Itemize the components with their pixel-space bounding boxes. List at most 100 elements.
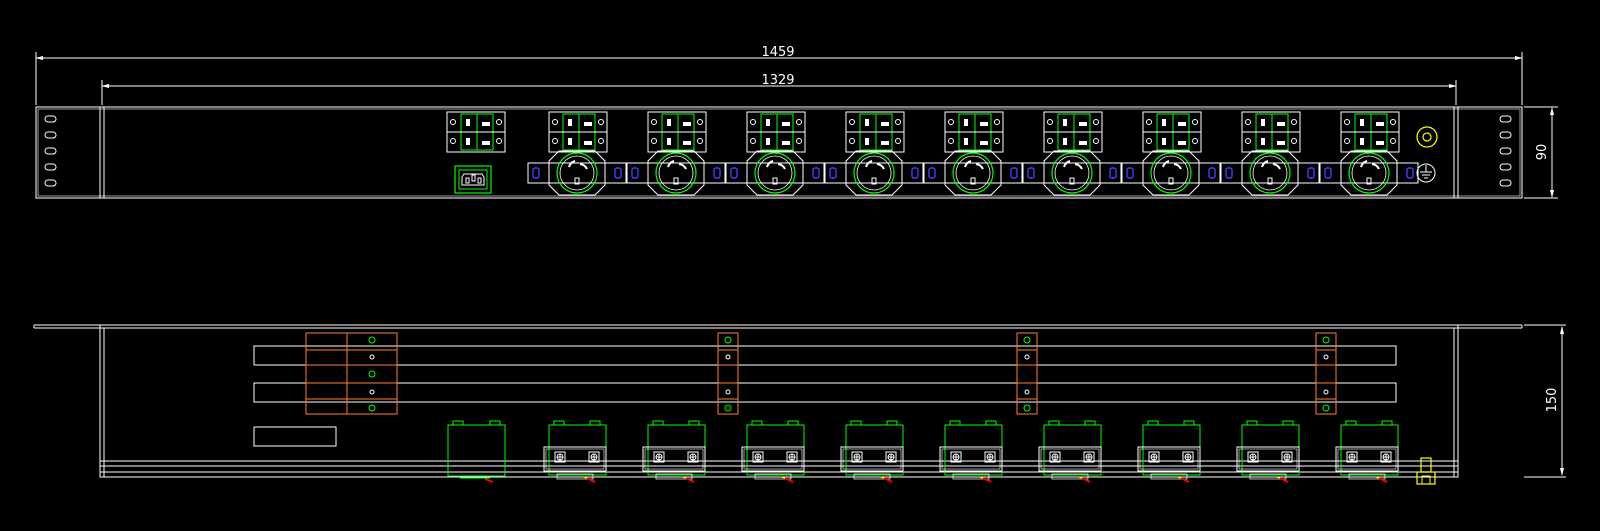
- fastener: [911, 167, 919, 179]
- outlet-face: [853, 152, 895, 194]
- outlet-face: [952, 152, 994, 194]
- switch-block: [944, 111, 1004, 153]
- bracket-3: [1315, 332, 1337, 415]
- outlet-body: [746, 150, 804, 196]
- bus-bar-lower: [253, 382, 1397, 403]
- inner-width-label: 1329: [761, 73, 794, 88]
- outlet-1: [527, 111, 627, 196]
- front-outlets: [527, 111, 1419, 196]
- outlet-body: [944, 150, 1002, 196]
- fastener: [1307, 167, 1315, 179]
- module-6: [1038, 420, 1102, 483]
- overall-width-label: 1459: [761, 45, 794, 60]
- outlet-plate: [527, 162, 627, 184]
- outlet-body: [1241, 150, 1299, 196]
- fastener: [1208, 167, 1216, 179]
- left-mounting-ear: [44, 115, 57, 187]
- right-mounting-ear: [1499, 115, 1512, 187]
- fastener: [812, 167, 820, 179]
- label-plate: [253, 426, 337, 447]
- outlet-plate: [1022, 162, 1122, 184]
- inner-width-dimension: 1329: [101, 73, 1457, 105]
- outlet-plate: [626, 162, 726, 184]
- fastener: [928, 167, 936, 179]
- outlet-7: [1121, 111, 1221, 196]
- outlet-5: [923, 111, 1023, 196]
- outlet-face: [1249, 152, 1291, 194]
- outlet-3: [725, 111, 825, 196]
- module-5: [939, 420, 1003, 483]
- fastener: [1225, 167, 1233, 179]
- outlet-body: [845, 150, 903, 196]
- outlet-face: [1150, 152, 1192, 194]
- fastener: [1010, 167, 1018, 179]
- outlet-body: [1043, 150, 1101, 196]
- outlet-face: [556, 152, 598, 194]
- module-4: [840, 420, 904, 483]
- bracket-group: [717, 332, 1337, 415]
- outlet-2: [626, 111, 726, 196]
- fastener: [614, 167, 622, 179]
- fastener: [532, 167, 540, 179]
- outlet-6: [1022, 111, 1122, 196]
- main-bracket: [305, 332, 398, 415]
- outlet-face: [1051, 152, 1093, 194]
- fastener: [713, 167, 721, 179]
- fastener: [829, 167, 837, 179]
- outlet-plate: [725, 162, 825, 184]
- switch-block: [746, 111, 806, 153]
- outlet-body: [1340, 150, 1398, 196]
- outlet-modules-top: [543, 420, 1399, 483]
- module-8: [1236, 420, 1300, 483]
- switch-block: [1043, 111, 1103, 153]
- switch-block: [1340, 111, 1400, 153]
- outlet-8: [1220, 111, 1320, 196]
- bracket-1: [717, 332, 739, 415]
- outlet-4: [824, 111, 924, 196]
- indicator-lamp: [1416, 126, 1438, 148]
- switch-block: [1241, 111, 1301, 153]
- overall-width-dimension: 1459: [35, 45, 1523, 105]
- outlet-plate: [1319, 162, 1419, 184]
- outlet-plate: [923, 162, 1023, 184]
- module-9: [1335, 420, 1399, 483]
- power-inlet-icon: [454, 165, 492, 194]
- outlet-face: [754, 152, 796, 194]
- fastener: [730, 167, 738, 179]
- inlet-switch-block: [446, 111, 506, 153]
- top-view: [33, 324, 1523, 485]
- fastener: [1109, 167, 1117, 179]
- module-2: [642, 420, 706, 483]
- switch-block: [845, 111, 905, 153]
- outlet-face: [1348, 152, 1390, 194]
- fastener: [1126, 167, 1134, 179]
- outlet-plate: [1220, 162, 1320, 184]
- bracket-2: [1016, 332, 1038, 415]
- front-height-dimension: 90: [1524, 106, 1558, 199]
- outlet-body: [647, 150, 705, 196]
- module-3: [741, 420, 805, 483]
- switch-block: [548, 111, 608, 153]
- ground-symbol-icon: [1416, 163, 1436, 183]
- outlet-body: [548, 150, 606, 196]
- fastener: [1406, 167, 1414, 179]
- front-panel-outline: [35, 106, 1523, 199]
- switch-block: [1142, 111, 1202, 153]
- outlet-face: [655, 152, 697, 194]
- switch-block: [647, 111, 707, 153]
- fastener: [1324, 167, 1332, 179]
- bus-bar-upper: [253, 345, 1397, 366]
- front-view: [35, 106, 1523, 199]
- side-depth-dimension: 150: [1524, 324, 1566, 478]
- outlet-plate: [1121, 162, 1221, 184]
- module-7: [1137, 420, 1201, 483]
- fastener: [1027, 167, 1035, 179]
- module-1: [543, 420, 607, 483]
- ground-terminal-icon: [1416, 457, 1436, 485]
- side-depth-label: 150: [1545, 388, 1560, 413]
- fastener: [631, 167, 639, 179]
- outlet-plate: [824, 162, 924, 184]
- inlet-module-top: [447, 420, 506, 483]
- outlet-body: [1142, 150, 1200, 196]
